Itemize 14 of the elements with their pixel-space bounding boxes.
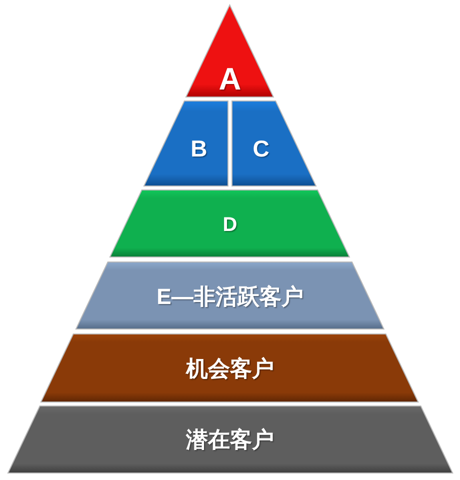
tier-label: B	[190, 138, 208, 160]
tier-label: 潜在客户	[186, 429, 274, 451]
pyramid-top-triangle	[186, 5, 274, 97]
pyramid-tier	[232, 101, 316, 186]
pyramid-tier	[41, 334, 419, 402]
tier-label: C	[252, 138, 270, 160]
tier-label: E—非活跃客户	[156, 286, 304, 308]
tier-label: A	[218, 64, 242, 94]
pyramid-tier	[144, 101, 228, 186]
tier-label: 机会客户	[186, 358, 274, 380]
tier-label: D	[222, 215, 238, 235]
pyramid-tier	[110, 190, 350, 257]
pyramid-tier	[8, 406, 452, 473]
pyramid-tier	[76, 262, 384, 329]
